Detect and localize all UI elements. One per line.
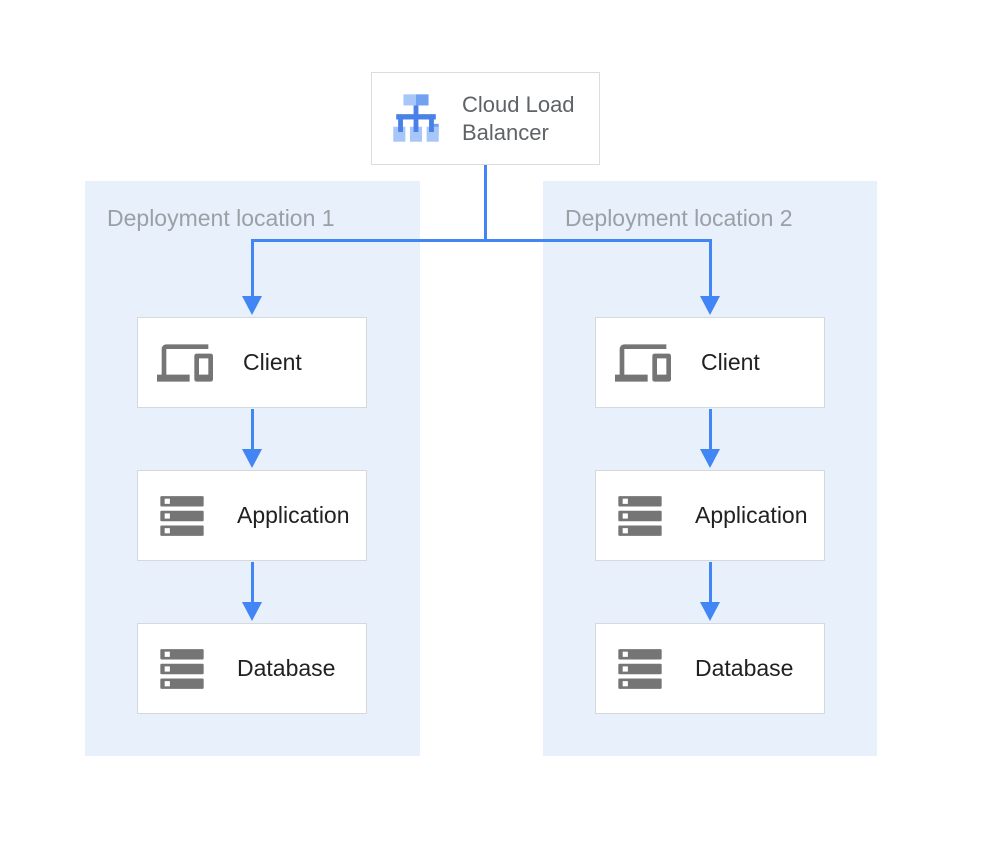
node-client-2-label: Client (701, 349, 760, 375)
deployment-panel-2-label: Deployment location 2 (565, 205, 793, 231)
connector-client-application-1 (251, 409, 254, 450)
node-application-2: Application (595, 470, 825, 561)
deployment-panel-1-label: Deployment location 1 (107, 205, 335, 231)
server-stack-icon (611, 643, 669, 695)
arrowhead-to-client-2-icon (700, 296, 720, 315)
node-database-2: Database (595, 623, 825, 714)
node-database-1: Database (137, 623, 367, 714)
node-application-2-label: Application (695, 502, 808, 528)
arrowhead-to-application-2-icon (700, 449, 720, 468)
devices-icon (153, 335, 217, 391)
server-stack-icon (611, 490, 669, 542)
connector-application-database-2 (709, 562, 712, 603)
connector-client-application-2 (709, 409, 712, 450)
arrowhead-to-database-2-icon (700, 602, 720, 621)
node-database-2-label: Database (695, 655, 794, 681)
arrowhead-to-application-1-icon (242, 449, 262, 468)
load-balancer-label: Cloud Load Balancer (462, 91, 575, 145)
node-client-2: Client (595, 317, 825, 408)
node-client-1-label: Client (243, 349, 302, 375)
node-application-1-label: Application (237, 502, 350, 528)
connector-lb-stem (484, 165, 487, 240)
node-application-1: Application (137, 470, 367, 561)
connector-drop-left (251, 239, 254, 297)
connector-application-database-1 (251, 562, 254, 603)
connector-drop-right (709, 239, 712, 297)
devices-icon (611, 335, 675, 391)
arrowhead-to-database-1-icon (242, 602, 262, 621)
server-stack-icon (153, 643, 211, 695)
node-database-1-label: Database (237, 655, 336, 681)
load-balancer-icon (387, 90, 445, 148)
load-balancer-box: Cloud Load Balancer (371, 72, 600, 165)
connector-branch (251, 239, 712, 242)
server-stack-icon (153, 490, 211, 542)
arrowhead-to-client-1-icon (242, 296, 262, 315)
node-client-1: Client (137, 317, 367, 408)
